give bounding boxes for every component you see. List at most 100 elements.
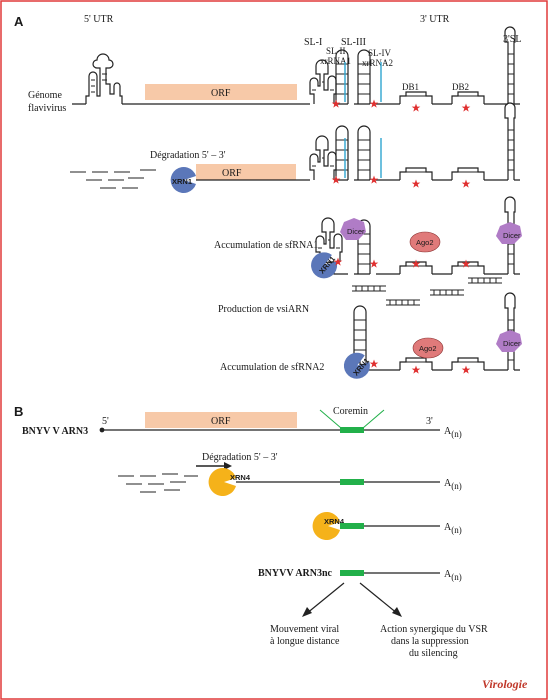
- accum2-label: Accumulation de sfRNA2: [220, 362, 324, 373]
- sfrna2-row: Accumulation de sfRNA2 XRN1 Ago2 Dicer: [220, 292, 522, 379]
- poly-a-subscript: (n): [451, 481, 462, 491]
- ncrna-label: BNYVV ARN3nc: [258, 568, 333, 579]
- db2-structure: [451, 357, 485, 371]
- coremin-label: Coremin: [333, 406, 368, 417]
- utr5-label: 5' UTR: [84, 14, 114, 25]
- coremin-lines: [319, 409, 385, 429]
- poly-a-letter: A: [444, 426, 452, 437]
- star-marker: [411, 103, 421, 112]
- dicer-label: Dicer: [347, 227, 365, 236]
- ago2-enzyme: [412, 337, 444, 359]
- rna3-label: BNYV V ARN3: [22, 426, 88, 437]
- orf-label: ORF: [211, 416, 231, 427]
- db2-label: DB2: [452, 82, 469, 92]
- xrn4-stalled-row: XRN4 A(n): [312, 512, 462, 540]
- orf-label: ORF: [211, 88, 231, 99]
- star-marker: [411, 365, 421, 374]
- poly-a-subscript: (n): [451, 525, 462, 535]
- star-marker: [461, 179, 471, 188]
- degradation-row: Dégradation 5' – 3' ORF XRN1: [70, 102, 520, 194]
- genome-row: Génome flavivirus ORF: [28, 26, 520, 114]
- ncrna-row: BNYVV ARN3nc A(n): [258, 568, 462, 617]
- sl3prime-label: 3'SL: [503, 34, 521, 45]
- star-marker: [461, 365, 471, 374]
- production-label: Production de vsiARN: [218, 304, 309, 315]
- poly-a-letter: A: [444, 478, 452, 489]
- outcome-arrowhead-right: [392, 607, 402, 617]
- db2-structure: [451, 91, 485, 105]
- orf-label: ORF: [222, 168, 242, 179]
- poly-a: A(n): [444, 426, 462, 439]
- xrn4-label: XRN4: [230, 473, 251, 482]
- panel-a-label: A: [14, 14, 24, 29]
- vsirna-duplex: [351, 285, 387, 292]
- utr5-loops: [85, 53, 123, 105]
- xrn1-enzyme: [343, 352, 370, 379]
- rna3-row: 5' 3' BNYV V ARN3 ORF Coremin A(n): [22, 406, 462, 439]
- dicer-enzyme: [496, 222, 522, 244]
- poly-a-subscript: (n): [451, 429, 462, 439]
- orf-box: [145, 412, 297, 428]
- ago2-label: Ago2: [419, 344, 437, 353]
- sl2-label: SL-II: [326, 46, 346, 56]
- coremin-element: [340, 570, 364, 576]
- dicer-enzyme: [340, 218, 366, 240]
- degradation-arrowhead: [224, 462, 232, 470]
- db1-structure: [399, 91, 433, 105]
- rna-fragments: [118, 473, 198, 493]
- sl1-label: SL-I: [304, 37, 322, 48]
- db2-structure: [451, 167, 485, 181]
- vsirna-duplex: [429, 289, 465, 296]
- sl1-structure: [309, 59, 337, 105]
- dicer-label: Dicer: [503, 339, 521, 348]
- sfrna2: [359, 360, 520, 371]
- star-marker: [461, 103, 471, 112]
- xrn4-enzyme: [312, 512, 340, 540]
- sfrna1: [328, 261, 520, 275]
- xrrna2-structure: [353, 305, 367, 361]
- dicer-enzyme: [496, 330, 522, 352]
- rna-fragments: [70, 169, 156, 189]
- vsirna-duplex: [467, 277, 503, 284]
- coremin-element: [340, 427, 364, 433]
- poly-a-subscript: (n): [451, 572, 462, 582]
- poly-a-letter: A: [444, 522, 452, 533]
- degradation-label: Dégradation 5' – 3': [202, 452, 278, 463]
- xrrna2-label: xrRNA2: [362, 58, 393, 68]
- xrn1-enzyme: [170, 167, 196, 194]
- coremin-element: [340, 479, 364, 485]
- db1-structure: [399, 167, 433, 181]
- panel-b-label: B: [14, 404, 23, 419]
- orf-box: [196, 164, 296, 180]
- virologie-logo-text: Virologie: [482, 677, 528, 691]
- xrn4-degradation-row: Dégradation 5' – 3' XRN4 A(n): [118, 452, 462, 497]
- dicer-label: Dicer: [503, 231, 521, 240]
- vsirna-row: Production de vsiARN: [218, 277, 503, 315]
- xrn4-enzyme: [208, 468, 236, 497]
- genome-label-line1: Génome: [28, 90, 62, 101]
- db1-label: DB1: [402, 82, 419, 92]
- xrn4-label: XRN4: [324, 517, 345, 526]
- genome-label-line2: flavivirus: [28, 103, 66, 114]
- degradation-label: Dégradation 5' – 3': [150, 150, 226, 161]
- poly-a: A(n): [444, 478, 462, 491]
- outcome-right-line3: du silencing: [409, 648, 458, 659]
- poly-a-letter: A: [444, 569, 452, 580]
- sl3prime-structure: [504, 102, 516, 181]
- five-prime-label: 5': [102, 416, 109, 427]
- virologie-logo: Virologie: [482, 677, 528, 691]
- coremin-element: [340, 523, 364, 529]
- utr3-label: 3' UTR: [420, 14, 450, 25]
- outcome-arrow-left: [305, 582, 345, 615]
- outcomes: Mouvement viral à longue distance Action…: [270, 624, 488, 659]
- outcome-left-line2: à longue distance: [270, 636, 340, 647]
- poly-a: A(n): [444, 569, 462, 582]
- star-marker: [369, 359, 379, 368]
- xrn1-label: XRN1: [172, 177, 192, 186]
- ago2-enzyme: [409, 231, 441, 253]
- star-marker: [411, 179, 421, 188]
- xrn1-enzyme: [311, 252, 338, 279]
- outcome-right-line2: dans la suppression: [391, 636, 469, 647]
- orf-box: [145, 84, 297, 100]
